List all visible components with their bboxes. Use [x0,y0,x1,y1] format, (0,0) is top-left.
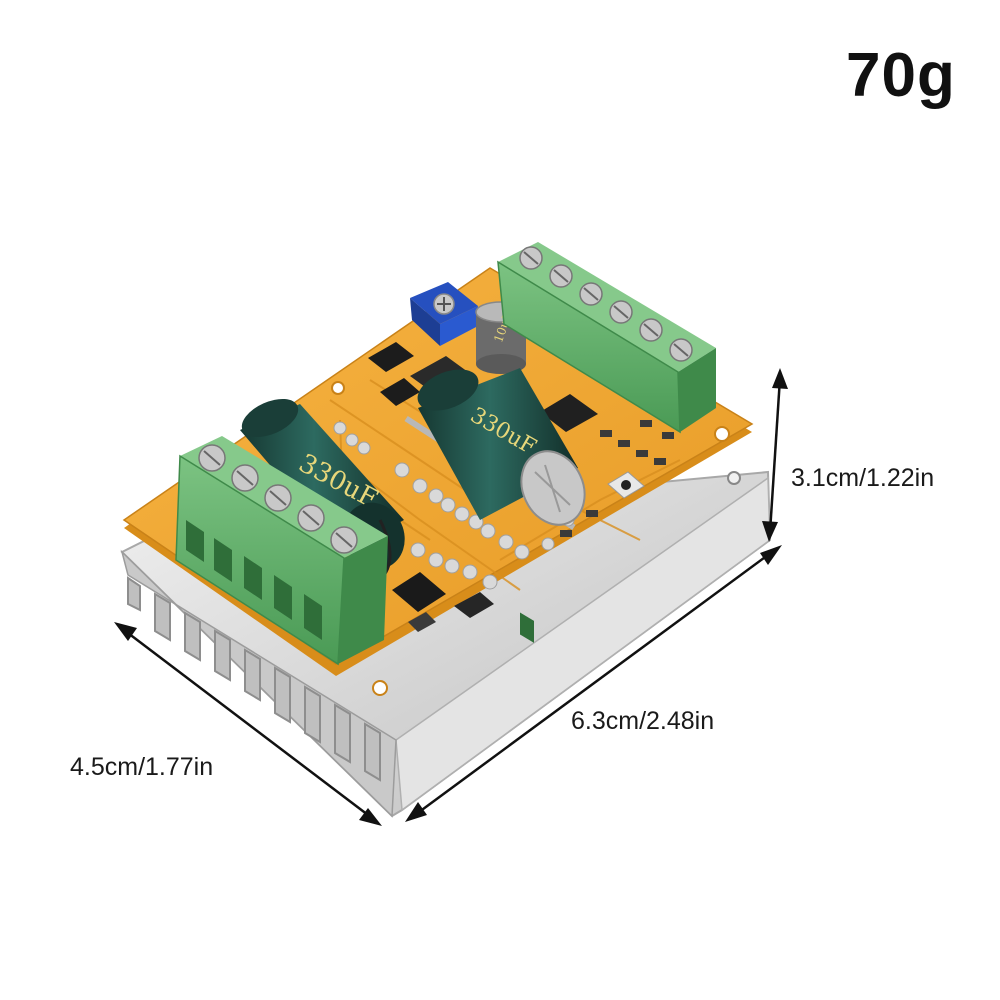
dimension-arrows [114,368,788,826]
terminal-block-5pin[interactable] [175,436,388,666]
solder-pads [333,421,575,590]
weight-label: 70g [846,41,956,110]
pcb-hole-icon [331,381,345,395]
width-dimension-label: 4.5cm/1.77in [70,753,214,781]
pcb-hole-icon [372,680,388,696]
terminal-slots-left [186,520,322,640]
heatsink-fins [127,576,381,782]
pcb-hole-icon [714,426,730,442]
height-dimension-label: 3.1cm/1.22in [791,464,935,492]
length-dimension-label: 6.3cm/2.48in [571,707,715,735]
capacitor-330uf-center: 330uF [417,368,586,526]
potentiometer[interactable] [410,282,478,346]
smd-components [368,342,674,632]
terminal-block-6pin[interactable] [497,242,716,643]
mount-hole-icon [727,471,741,485]
